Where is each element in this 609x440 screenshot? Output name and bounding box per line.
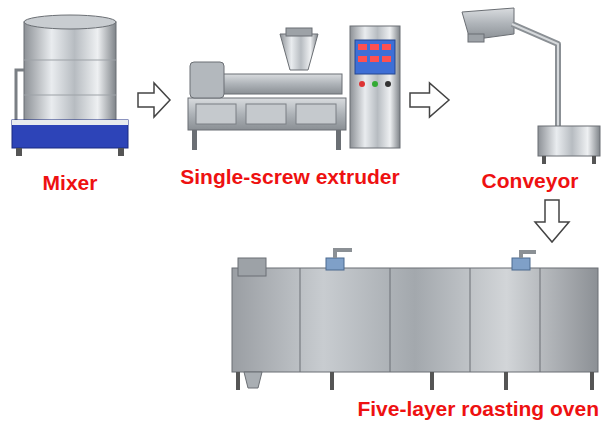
oven-drawing-part [470, 268, 471, 372]
mixer-drawing-part [24, 22, 116, 126]
extruder-drawing-part [370, 56, 379, 62]
machine-node: Mixer [8, 10, 132, 196]
oven-drawing [232, 250, 598, 390]
mixer-drawing-part [12, 120, 128, 125]
extruder-drawing-part [355, 40, 395, 74]
machine-name: Mixer [43, 171, 98, 194]
machine-label: Single-screw extruder [176, 164, 404, 190]
extruder-drawing-part [358, 56, 367, 62]
extruder-drawing-part [190, 62, 224, 98]
oven-drawing-part [512, 258, 530, 270]
oven-drawing-part [390, 268, 391, 372]
oven-drawing-part [236, 372, 240, 390]
flow-arrow [138, 83, 170, 117]
flow-arrow [535, 200, 569, 242]
mixer-drawing-part [12, 120, 128, 148]
extruder-drawing-part [350, 26, 400, 148]
extruder-drawing-part [196, 104, 236, 124]
extruder-drawing-part [296, 104, 336, 124]
conveyor-drawing-part [512, 24, 558, 132]
oven-drawing-part [504, 372, 508, 390]
oven-drawing-part [238, 258, 266, 276]
machine-label: Mixer [8, 170, 132, 196]
oven-drawing-part [232, 268, 598, 372]
oven-drawing-part [326, 258, 344, 270]
mixer-drawing-part [24, 15, 116, 29]
oven-drawing-part [540, 268, 541, 372]
extruder-drawing-part [336, 130, 341, 150]
extruder-drawing-part [280, 34, 318, 70]
machine-node: Conveyor [455, 4, 605, 194]
machine-label: Five-layer roasting oven [225, 396, 603, 422]
flow-arrow [410, 83, 449, 117]
extruder-drawing-part [358, 44, 367, 50]
conveyor-drawing-part [512, 24, 558, 132]
conveyor-drawing-part [468, 34, 484, 42]
extruder-drawing-part [382, 56, 391, 62]
oven-drawing-part [300, 268, 301, 372]
mixer-drawing [12, 15, 128, 156]
extruder-drawing-part [286, 28, 312, 36]
machine-name: Five-layer roasting oven [357, 397, 599, 420]
extruder-drawing-part [370, 44, 379, 50]
oven-drawing-part [330, 372, 334, 390]
conveyor-drawing-part [542, 156, 546, 164]
extruder-drawing-part [359, 81, 365, 87]
machine-name: Single-screw extruder [180, 165, 399, 188]
mixer-drawing-part [24, 95, 116, 96]
extruder-drawing-part [382, 44, 391, 50]
oven-drawing-part [244, 372, 262, 388]
conveyor-drawing-part [592, 156, 596, 164]
oven-drawing-part [590, 372, 594, 390]
mixer-drawing-part [16, 70, 24, 120]
oven-drawing-part [521, 252, 536, 258]
extruder-drawing-part [246, 104, 286, 124]
machine-label: Conveyor [455, 168, 605, 194]
extruder-drawing-part [192, 130, 197, 150]
machine-node: Five-layer roasting oven [225, 248, 603, 422]
conveyor-drawing [462, 8, 600, 164]
mixer-drawing-part [24, 60, 116, 61]
machine-name: Conveyor [482, 169, 579, 192]
oven-drawing-part [430, 372, 434, 390]
machine-node: Single-screw extruder [176, 18, 404, 190]
oven-drawing-part [335, 250, 352, 258]
extruder-drawing-part [222, 74, 342, 94]
mixer-drawing-part [118, 148, 124, 156]
extruder-drawing-part [385, 81, 391, 87]
extruder-drawing-part [188, 98, 346, 130]
extruder-drawing-part [372, 81, 378, 87]
extruder-drawing [188, 26, 400, 150]
conveyor-drawing-part [538, 126, 600, 156]
mixer-drawing-part [16, 148, 22, 156]
